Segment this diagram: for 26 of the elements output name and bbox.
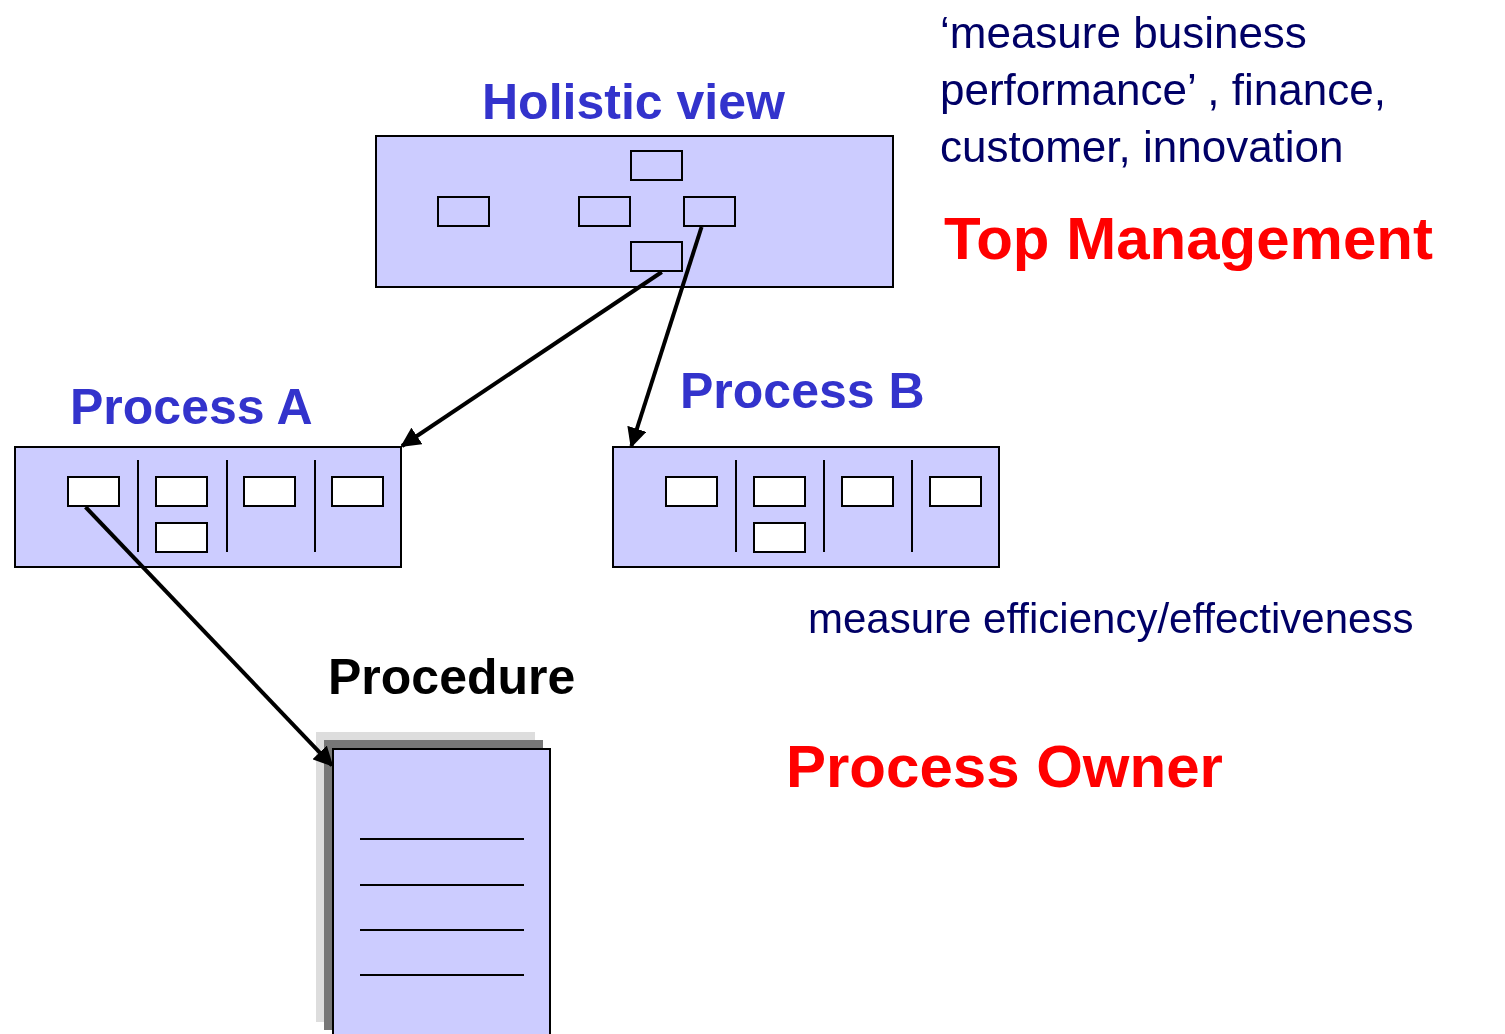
- step-box: [155, 522, 208, 553]
- role-title: Top Management: [944, 204, 1434, 274]
- step-box: [155, 476, 208, 507]
- step-box: [753, 522, 806, 553]
- step-box: [683, 196, 736, 227]
- role-title: Process Owner: [786, 732, 1224, 802]
- arrow: [84, 505, 334, 767]
- heading: Holistic view: [482, 75, 785, 130]
- step-box: [753, 476, 806, 507]
- step-box: [331, 476, 384, 507]
- step-box: [665, 476, 718, 507]
- step-box: [243, 476, 296, 507]
- step-box: [67, 476, 120, 507]
- step-box: [437, 196, 490, 227]
- step-box: [578, 196, 631, 227]
- note-text: measure efficiency/effectiveness: [808, 594, 1415, 644]
- heading: Process A: [70, 380, 313, 435]
- step-box: [630, 241, 683, 272]
- step-box: [929, 476, 982, 507]
- heading: Process B: [680, 364, 925, 419]
- step-box: [630, 150, 683, 181]
- arrow: [400, 270, 663, 448]
- arrow: [627, 226, 704, 448]
- step-box: [841, 476, 894, 507]
- note-text: ‘measure business performance’ , finance, customer, innovation: [940, 7, 1387, 174]
- heading: Procedure: [328, 650, 576, 705]
